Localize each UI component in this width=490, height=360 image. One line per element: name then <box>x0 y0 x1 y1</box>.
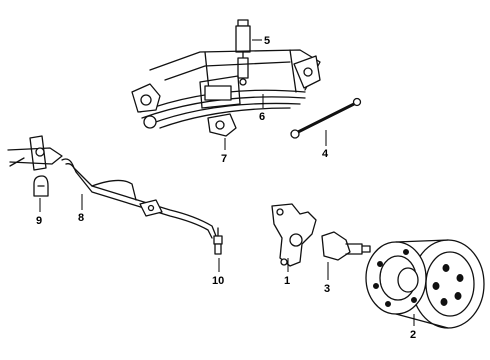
shock-absorber <box>235 19 251 86</box>
callout-labels: 5 6 7 4 8 9 10 1 3 2 <box>36 35 416 341</box>
stabilizer-bar-assembly <box>7 135 217 239</box>
callout-6: 6 <box>259 111 265 123</box>
callout-4: 4 <box>322 148 329 160</box>
callout-9: 9 <box>36 215 42 227</box>
callout-1: 1 <box>284 275 290 287</box>
steering-knuckle <box>271 203 317 267</box>
leader-lines <box>39 39 415 326</box>
callout-10: 10 <box>212 275 224 287</box>
stabilizer-link <box>213 227 223 255</box>
callout-8: 8 <box>78 212 84 224</box>
callout-5: 5 <box>264 35 270 47</box>
hub-rotor <box>365 239 485 329</box>
leaf-spring-assembly <box>131 49 321 137</box>
callout-7: 7 <box>221 153 227 165</box>
track-bar <box>290 97 362 139</box>
callout-3: 3 <box>324 283 330 295</box>
spindle <box>321 231 371 261</box>
callout-2: 2 <box>410 329 416 341</box>
